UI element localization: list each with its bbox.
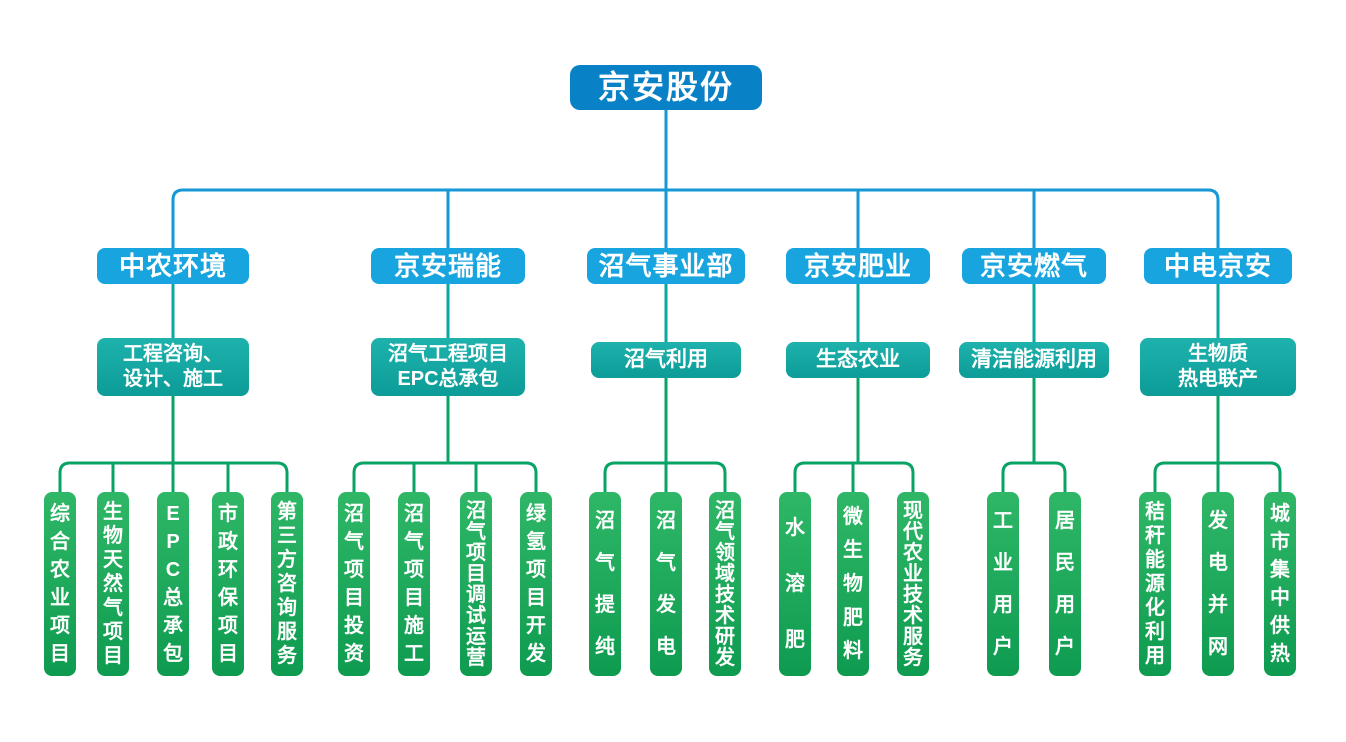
item-box-1-5: 第三方咨询服务 <box>271 492 303 676</box>
function-box-4: 生态农业 <box>786 342 930 378</box>
teal-stem-lines <box>171 284 1220 342</box>
blue-tree-lines <box>171 110 1220 248</box>
item-box-3-2: 沼气发电 <box>650 492 682 676</box>
item-box-6-2: 发电并网 <box>1202 492 1234 676</box>
group3-distributor <box>603 461 727 492</box>
function-box-2: 沼气工程项目 EPC总承包 <box>371 338 525 396</box>
division-box-2: 京安瑞能 <box>371 248 525 284</box>
division-box-1: 中农环境 <box>97 248 249 284</box>
function-box-5: 清洁能源利用 <box>959 342 1109 378</box>
item-box-2-2: 沼气项目施工 <box>398 492 430 676</box>
division-box-3: 沼气事业部 <box>587 248 745 284</box>
function-box-1-line-1: 工程咨询、 <box>123 343 223 365</box>
item-box-3-1: 沼气提纯 <box>589 492 621 676</box>
division-box-4: 京安肥业 <box>786 248 930 284</box>
function-box-1-line-2: 设计、施工 <box>123 368 223 390</box>
org-node-root: 京安股份 <box>570 65 762 110</box>
group1-distributor <box>58 461 289 492</box>
item-box-3-3: 沼气领域技术研发 <box>709 492 741 676</box>
item-box-4-3: 现代农业技术服务 <box>897 492 929 676</box>
group5-distributor <box>1001 461 1067 492</box>
item-box-6-1: 秸秆能源化利用 <box>1139 492 1171 676</box>
top-distributor-line <box>171 188 1220 248</box>
item-box-2-3: 沼气项目调试运营 <box>460 492 492 676</box>
item-box-5-1: 工业用户 <box>987 492 1019 676</box>
item-box-6-3: 城市集中供热 <box>1264 492 1296 676</box>
function-box-3: 沼气利用 <box>591 342 741 378</box>
group2-distributor <box>352 461 538 492</box>
division-box-6: 中电京安 <box>1144 248 1292 284</box>
function-box-2-line-2: EPC总承包 <box>397 368 499 390</box>
function-box-1: 工程咨询、 设计、施工 <box>97 338 249 396</box>
item-box-5-2: 居民用户 <box>1049 492 1081 676</box>
item-box-4-1: 水溶肥 <box>779 492 811 676</box>
item-box-1-2: 生物天然气项目 <box>97 492 129 676</box>
item-box-1-1: 综合农业项目 <box>44 492 76 676</box>
division-box-5: 京安燃气 <box>962 248 1106 284</box>
function-box-6-line-2: 热电联产 <box>1178 368 1258 390</box>
function-box-6: 生物质 热电联产 <box>1140 338 1296 396</box>
item-box-1-4: 市政环保项目 <box>212 492 244 676</box>
group6-distributor <box>1153 461 1282 492</box>
function-box-6-line-1: 生物质 <box>1188 343 1248 365</box>
item-box-2-4: 绿氢项目开发 <box>520 492 552 676</box>
item-box-4-2: 微生物肥料 <box>837 492 869 676</box>
function-box-2-line-1: 沼气工程项目 <box>388 343 508 365</box>
green-tree-lines <box>58 378 1282 492</box>
item-box-2-1: 沼气项目投资 <box>338 492 370 676</box>
